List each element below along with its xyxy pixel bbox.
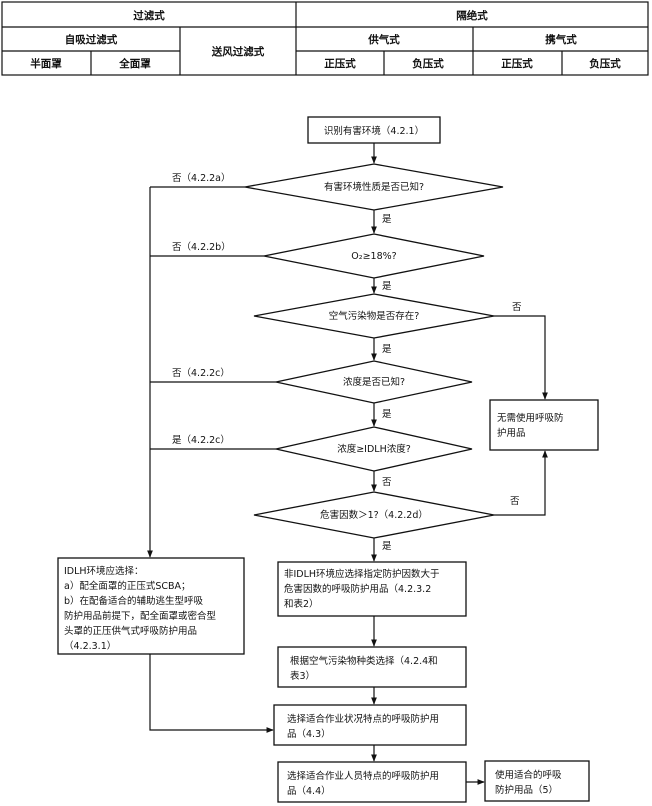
idlh-line-2: a）配全面罩的正压式SCBA； [64,580,191,592]
idlh-line-3: b）在配备适合的辅助逃生型呼吸 [64,595,204,607]
decision-hazard-label: 危害因数＞1?（4.2.2d） [320,509,428,521]
work-condition-box [273,704,467,746]
no-need-line-1: 无需使用呼吸防 [497,412,564,424]
idlh-line-1: IDLH环境应选择： [64,565,144,577]
use-box [484,760,590,802]
flowchart: 识别有害环境（4.2.1） 有害环境性质是否已知? 是 O₂≥18%? 是 空气… [57,116,599,803]
no-need-line-2: 护用品 [497,427,526,439]
label-no-b: 否（4.2.2b） [172,241,231,253]
pollutant-type-line-1: 根据空气污染物种类选择（4.2.4和 [290,655,438,667]
cell-half-mask: 半面罩 [30,57,62,70]
label-no-c: 否（4.2.2c） [172,367,230,379]
classification-table: 过滤式 隔绝式 自吸过滤式 送风过滤式 供气式 携气式 半面罩 全面罩 正压式 … [1,1,649,76]
pollutant-type-line-2: 表3） [290,670,315,682]
use-line-2: 防护用品（5） [495,784,558,796]
decision-idlh-label: 浓度≥IDLH浓度? [337,443,411,455]
idlh-line-5: 头罩的正压供气式呼吸防护用品 [64,625,197,637]
header-portable: 携气式 [545,33,577,46]
non-idlh-line-3: 和表2） [284,598,319,610]
non-idlh-line-1: 非IDLH环境应选择指定防护因数大于 [284,568,440,580]
label-yes-2: 是 [382,281,392,292]
worker-box [277,761,467,803]
use-line-1: 使用适合的呼吸 [495,769,562,781]
label-no-3: 否 [512,302,522,313]
work-condition-line-1: 选择适合作业状况特点的呼吸防护用 [287,713,439,725]
idlh-line-6: （4.2.3.1） [64,640,116,652]
cell-portable-positive: 正压式 [501,57,533,70]
cell-supplied-positive: 正压式 [324,57,356,70]
work-condition-line-2: 品（4.3） [287,728,331,740]
decision-idlh [275,426,473,472]
start-label: 识别有害环境（4.2.1） [324,125,424,137]
idlh-box [57,557,245,655]
decision-nature-known-label: 有害环境性质是否已知? [324,181,424,193]
header-blower: 送风过滤式 [211,45,265,58]
label-yes-1: 是 [382,214,392,225]
decision-oxygen-label: O₂≥18%? [351,251,396,262]
label-yes-6: 是 [382,541,392,552]
decision-oxygen [263,233,485,279]
non-idlh-line-2: 危害因数的呼吸防护用品（4.2.3.2 [284,583,431,595]
cell-supplied-negative: 负压式 [412,57,444,70]
header-isolate: 隔绝式 [456,9,488,22]
start-box [307,116,441,144]
cell-full-mask: 全面罩 [118,57,151,70]
idlh-line-4: 防护用品前提下，配全面罩或密合型 [64,610,217,622]
decision-conc-known-label: 浓度是否已知? [343,376,405,388]
header-supplied: 供气式 [367,33,400,46]
header-self-suction: 自吸过滤式 [65,33,118,46]
label-no-6: 否 [510,496,520,507]
worker-line-1: 选择适合作业人员特点的呼吸防护用 [287,770,439,782]
label-no-5: 否 [382,477,392,488]
worker-line-2: 品（4.4） [287,785,331,797]
label-yes-4: 是 [382,409,392,420]
header-filter: 过滤式 [133,9,165,22]
no-need-box [489,399,599,451]
pollutant-type-box [277,646,467,688]
non-idlh-box [277,561,467,617]
decision-conc-known [275,360,473,404]
label-no-a: 否（4.2.2a） [172,172,231,184]
decision-nature-known [244,163,504,211]
label-yes-3: 是 [382,344,392,355]
label-yes-c: 是（4.2.2c） [172,434,230,446]
cell-portable-negative: 负压式 [589,57,621,70]
decision-pollutant-label: 空气污染物是否存在? [329,310,420,322]
